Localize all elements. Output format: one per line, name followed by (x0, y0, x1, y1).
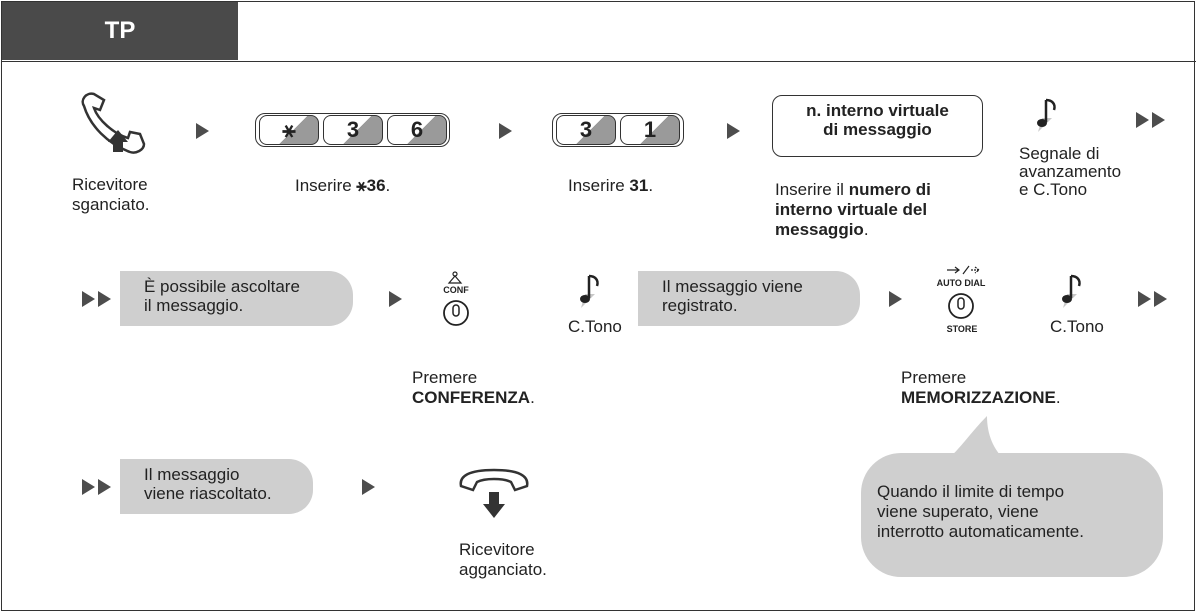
step1-label-line2: sganciato. (72, 195, 150, 214)
key-3: 3 (556, 115, 616, 145)
message-recorded-bubble: Il messaggio viene registrato. (638, 271, 860, 326)
arrow-right-icon (499, 123, 512, 139)
press-conf-line1: Premere (412, 368, 478, 387)
callout-line1: Quando il limite di tempo (877, 482, 1065, 501)
key-group-star36 (255, 113, 450, 147)
tp-tab: TP (2, 2, 238, 60)
hangup-label-line2: agganciato. (459, 560, 547, 579)
conf-button-icon (443, 300, 469, 326)
step3-label: Inserire 31. (568, 176, 654, 195)
press-store-line2: MEMORIZZAZIONE. (901, 388, 1061, 407)
conference-symbol-icon (447, 271, 463, 284)
press-store-line1: Premere (901, 368, 967, 387)
time-limit-callout (861, 453, 1163, 577)
step4-label-line2: interno virtuale del (775, 200, 928, 219)
tone-note-icon (1037, 98, 1056, 132)
key-3: 3 (323, 115, 383, 145)
arrow-right-icon (889, 291, 902, 307)
message-playback-bubble: È possibile ascoltare il messaggio. (120, 271, 353, 326)
callout-line3: interrotto automaticamente. (877, 522, 1084, 541)
store-button-icon (948, 293, 974, 319)
message-replay-bubble: Il messaggio viene riascoltato. (120, 459, 313, 514)
double-arrow-icon (82, 479, 111, 495)
callout-pointer (945, 416, 1007, 462)
key-group-31 (552, 113, 684, 147)
press-conf-line2: CONFERENZA. (412, 388, 535, 407)
step2-label: Inserire ⚹36. (295, 176, 391, 195)
tone-label: C.Tono (568, 317, 622, 336)
step5-label-line1: Segnale di (1019, 144, 1100, 163)
step4-label-line3: messaggio. (775, 220, 869, 239)
arrow-right-icon (196, 123, 209, 139)
handset-offhook-icon (81, 92, 146, 154)
handset-onhook-icon (459, 468, 529, 518)
tone-note-icon (580, 274, 599, 308)
key-star: ⚹ (259, 115, 319, 145)
key-6: 6 (387, 115, 447, 145)
double-arrow-icon (82, 291, 111, 307)
store-label: STORE (946, 324, 978, 334)
step5-label-line3: e C.Tono (1019, 180, 1088, 199)
callout-line2: viene superato, viene (877, 502, 1039, 521)
virtual-extension-box: n. interno virtuale di messaggio (772, 95, 983, 157)
arrow-right-icon (389, 291, 402, 307)
key-1: 1 (620, 115, 680, 145)
step5-label-line2: avanzamento (1019, 162, 1122, 181)
double-arrow-icon (1136, 112, 1165, 128)
step1-label-line1: Ricevitore (72, 175, 148, 194)
auto-dial-symbol-icon (947, 265, 980, 275)
auto-dial-label: AUTO DIAL (936, 278, 986, 288)
hangup-label-line1: Ricevitore (459, 540, 535, 559)
tone-label: C.Tono (1050, 317, 1104, 336)
double-arrow-icon (1138, 291, 1167, 307)
step4-label-line1: Inserire il numero di (775, 180, 931, 199)
tone-note-icon (1062, 274, 1081, 308)
header-bar: TP (2, 2, 1196, 62)
arrow-right-icon (362, 479, 375, 495)
arrow-right-icon (727, 123, 740, 139)
conf-key-label: CONF (443, 285, 469, 295)
